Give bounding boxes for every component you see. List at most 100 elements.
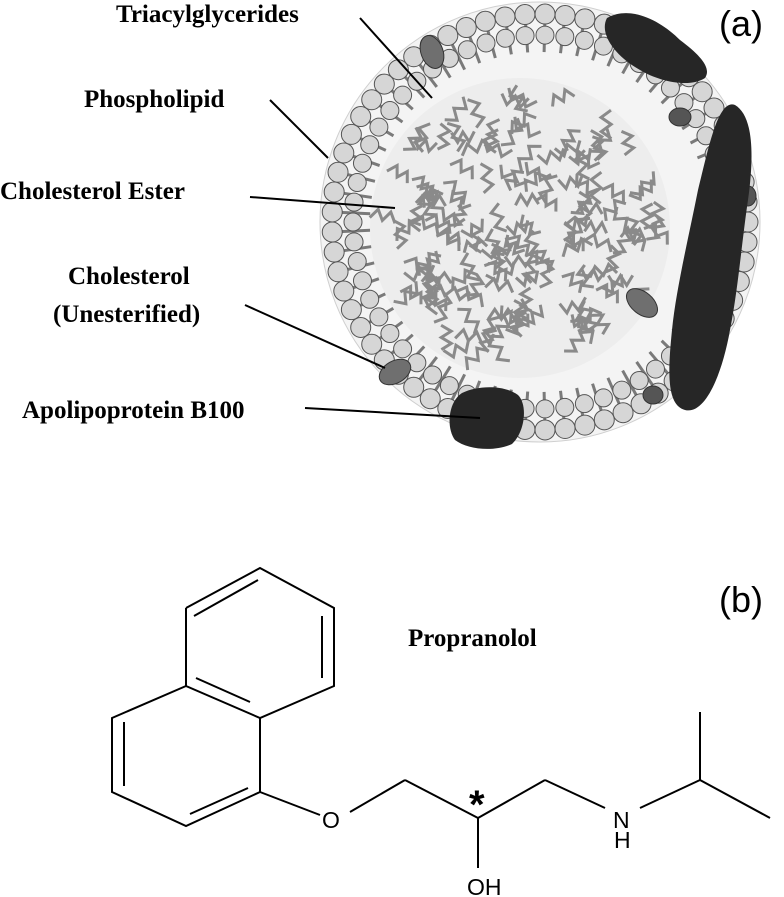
core-lipid	[536, 147, 566, 166]
phospholipid-head	[515, 26, 535, 46]
core-lipid	[479, 162, 496, 195]
cholesterol-molecules	[378, 35, 757, 405]
phospholipid-head	[352, 271, 372, 291]
phospholipid-head	[347, 172, 367, 192]
core-lipid	[507, 84, 529, 113]
phospholipid-head	[361, 333, 383, 355]
core-lipid	[437, 225, 461, 245]
core-lipid	[403, 126, 424, 151]
phospholipid-head	[393, 85, 413, 105]
phospholipid-head	[455, 17, 477, 39]
core-lipid	[518, 214, 542, 237]
bond-n-ch	[639, 779, 701, 809]
phospholipid-head	[534, 3, 556, 25]
core-lipids	[368, 84, 669, 371]
core-lipid	[619, 224, 646, 242]
phospholipid-head	[343, 212, 363, 232]
phospholipid-head	[360, 135, 380, 155]
core-lipid	[386, 162, 409, 184]
core-lipid	[612, 229, 633, 255]
phospholipid-head	[327, 161, 349, 183]
core-lipid	[407, 204, 425, 233]
core-lipid	[442, 339, 470, 360]
core-lipid	[564, 328, 586, 353]
core-lipid	[399, 283, 423, 305]
core-lipid	[539, 259, 556, 289]
phospholipid-head	[494, 6, 516, 28]
core-lipid	[459, 252, 480, 282]
core-lipid	[503, 234, 526, 256]
phospholipid-head	[495, 28, 515, 48]
apolipoprotein-b100	[449, 13, 752, 449]
core-lipid	[485, 261, 516, 284]
phospholipid-head	[629, 371, 649, 391]
phospholipid-head	[419, 388, 441, 410]
phospholipid-head	[323, 181, 345, 203]
phospholipid-head	[555, 27, 575, 47]
core-lipid	[480, 315, 501, 346]
core-lipid	[468, 228, 485, 254]
bond-c2-c3	[477, 779, 546, 819]
core-lipid	[520, 259, 539, 284]
core-lipid	[517, 286, 534, 313]
core-lipid	[625, 216, 644, 246]
phospholipid-head	[574, 8, 596, 30]
core-lipid	[588, 170, 604, 205]
core-lipid	[601, 182, 625, 204]
phospholipid-head	[369, 307, 389, 327]
core-lipid	[568, 148, 592, 167]
core-lipid	[574, 173, 599, 196]
core-lipid	[513, 116, 542, 139]
core-lipid	[503, 169, 525, 192]
phospholipid-head	[514, 4, 536, 26]
core-lipid	[488, 202, 508, 233]
phospholipid-head	[340, 299, 362, 321]
phospholipid-head	[612, 380, 632, 400]
core-lipid	[649, 200, 667, 226]
phospholipid-head	[574, 30, 594, 50]
core-lipid	[561, 271, 584, 294]
atom-oxygen-ether: O	[322, 807, 340, 833]
phospholipid-head	[393, 339, 413, 359]
label-cholesterol-ester: Cholesterol Ester	[0, 178, 185, 205]
core-lipid	[573, 149, 590, 181]
core-lipid	[454, 284, 484, 308]
core-lipid	[393, 281, 419, 306]
core-lipid	[454, 327, 484, 344]
core-lipid	[563, 215, 579, 249]
cholesterol-oval	[378, 358, 412, 386]
leader-apolipoprotein	[304, 407, 481, 419]
core-lipid	[516, 144, 542, 172]
core-lipid	[582, 232, 613, 253]
core-lipid	[449, 157, 474, 180]
stereocenter-mark: *	[469, 783, 485, 827]
phospholipid-head	[593, 388, 613, 408]
core-lipid	[591, 135, 609, 161]
core-lipid	[629, 171, 656, 197]
cholesterol-oval	[626, 288, 658, 318]
panel-a-tag: (a)	[719, 3, 763, 44]
core-lipid	[460, 218, 484, 239]
phospholipid-head	[534, 419, 556, 441]
phospholipid-head	[344, 232, 364, 252]
core-lipid	[523, 229, 542, 261]
phospholipid-head	[333, 280, 355, 302]
core-lipid	[392, 219, 409, 250]
phospholipid-head	[476, 33, 496, 53]
leader-triacylglycerides	[359, 17, 433, 99]
core-lipid	[421, 286, 442, 309]
phospholipid-head	[554, 5, 576, 27]
core-lipid	[499, 164, 529, 188]
phospholipid-head	[555, 397, 575, 417]
atom-hydrogen: H	[614, 827, 631, 853]
phospholipid-head	[347, 252, 367, 272]
phospholipid-head	[703, 97, 725, 119]
phospholipid-head	[380, 324, 400, 344]
core-lipid	[511, 299, 528, 326]
core-lipid	[484, 276, 515, 294]
core-lipid	[507, 234, 531, 257]
leader-phospholipid	[269, 99, 329, 159]
leader-cholesterol	[244, 304, 386, 369]
phospholipid-head	[593, 409, 615, 431]
